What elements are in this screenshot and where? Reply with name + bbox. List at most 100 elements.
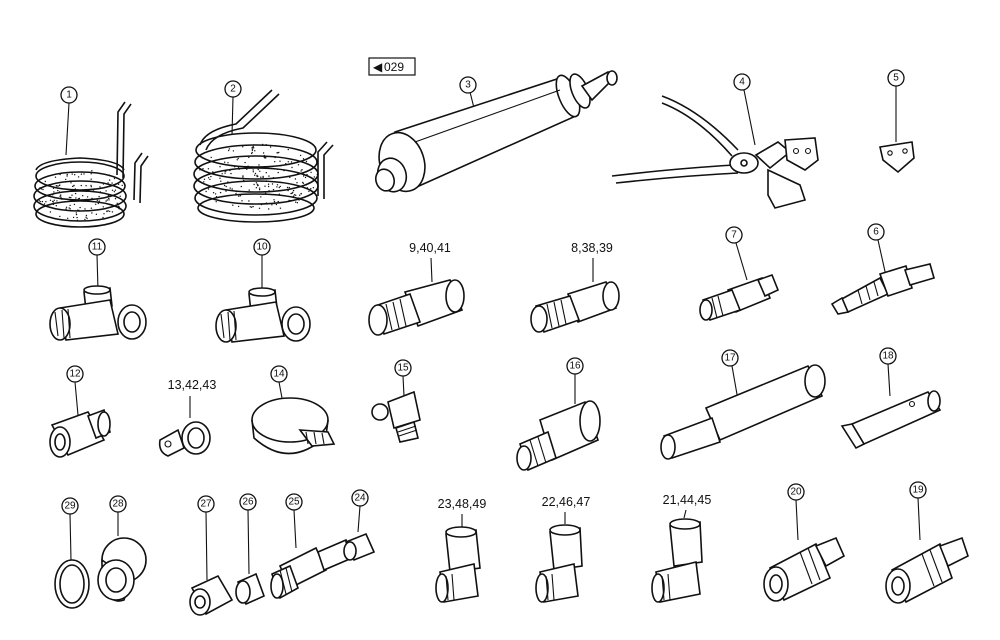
hose-speck — [111, 184, 114, 186]
hose-speck — [105, 190, 107, 192]
hose-speck — [61, 198, 63, 200]
hose-speck — [215, 196, 218, 198]
callout-2: 2 — [224, 80, 242, 98]
part-22-elbow-union — [535, 512, 583, 603]
hose-speck — [65, 178, 67, 181]
hose-speck — [300, 193, 302, 195]
hose-speck — [85, 214, 88, 217]
hose-speck — [272, 188, 275, 191]
part-15-grease-nipple — [371, 375, 421, 443]
hose-speck — [259, 170, 261, 172]
hose-speck — [260, 196, 262, 198]
hose-speck — [105, 200, 107, 202]
hose-speck — [302, 181, 304, 184]
hose-speck — [300, 198, 302, 200]
hose-speck — [271, 204, 273, 206]
hose-speck — [262, 176, 264, 179]
hose-speck — [107, 195, 110, 197]
hose-speck — [224, 172, 226, 174]
hose-speck — [297, 164, 300, 166]
part-13-hose-clip — [158, 396, 211, 457]
part-16-quick-coupler — [516, 374, 601, 472]
hose-speck — [285, 163, 287, 165]
hose-speck — [119, 195, 121, 197]
hose-speck — [275, 203, 278, 206]
callout-27: 27 — [197, 495, 215, 513]
hose-speck — [114, 189, 117, 191]
hose-speck — [118, 208, 120, 210]
part-5-gauge-plate — [879, 86, 915, 174]
hose-speck — [242, 176, 244, 178]
hose-speck — [278, 186, 280, 189]
hose-speck — [236, 159, 238, 161]
hose-speck — [38, 199, 40, 201]
hose-speck — [232, 150, 235, 152]
part-27-hex-nut — [189, 511, 234, 616]
hose-speck — [86, 217, 88, 220]
hose-speck — [91, 212, 93, 214]
hose-speck — [203, 178, 206, 180]
hose-speck — [278, 193, 281, 195]
hose-speck — [312, 187, 315, 189]
hose-speck — [276, 186, 278, 188]
hose-speck — [268, 190, 270, 192]
hose-speck — [59, 215, 61, 218]
hose-speck — [60, 194, 62, 196]
hose-speck — [39, 187, 41, 189]
callout-label: 3 — [465, 80, 471, 91]
hose-speck — [287, 189, 289, 192]
hose-speck — [279, 160, 281, 162]
hose-speck — [212, 171, 214, 173]
hose-speck — [313, 176, 315, 178]
hose-speck — [310, 188, 312, 190]
label-8-38-39: 8,38,39 — [571, 241, 613, 255]
hose-speck — [52, 201, 54, 203]
hose-speck — [91, 170, 93, 172]
hose-speck — [99, 186, 101, 188]
hose-speck — [290, 161, 293, 163]
hose-speck — [99, 191, 102, 193]
hose-speck — [305, 160, 308, 163]
hose-speck — [42, 188, 44, 191]
hose-speck — [274, 145, 276, 147]
hose-speck — [248, 189, 250, 191]
hose-speck — [230, 172, 232, 175]
hose-speck — [280, 181, 282, 184]
hose-speck — [253, 183, 255, 186]
hose-speck — [107, 182, 109, 184]
part-12-coupling-nut — [49, 381, 111, 458]
hose-speck — [86, 196, 89, 198]
hose-speck — [225, 190, 227, 192]
hose-speck — [44, 194, 46, 196]
hose-speck — [219, 166, 221, 168]
hose-speck — [246, 168, 248, 170]
hose-speck — [258, 207, 261, 209]
callout-24: 24 — [351, 489, 369, 507]
callout-label: 1 — [66, 90, 72, 101]
callout-label: 5 — [893, 73, 899, 84]
hose-speck — [255, 182, 258, 184]
hose-speck — [249, 206, 251, 208]
hose-speck — [74, 174, 76, 176]
hose-speck — [227, 181, 229, 183]
hose-speck — [96, 199, 99, 201]
hose-speck — [229, 187, 231, 189]
hose-speck — [257, 184, 259, 186]
callout-label: 2 — [230, 84, 236, 95]
hose-speck — [209, 178, 211, 181]
hose-speck — [243, 179, 245, 182]
hose-speck — [91, 197, 93, 200]
hose-speck — [242, 146, 244, 148]
hose-speck — [304, 176, 307, 179]
reference-arrow: ◀ — [373, 60, 383, 74]
callout-15: 15 — [394, 359, 412, 377]
hose-speck — [83, 173, 85, 175]
hose-speck — [107, 210, 109, 212]
hose-speck — [294, 178, 297, 180]
part-17-sleeve-tool — [660, 364, 826, 460]
hose-speck — [272, 177, 275, 179]
callout-label: 26 — [242, 497, 254, 508]
callout-label: 11 — [92, 242, 103, 253]
hose-speck — [44, 180, 46, 183]
